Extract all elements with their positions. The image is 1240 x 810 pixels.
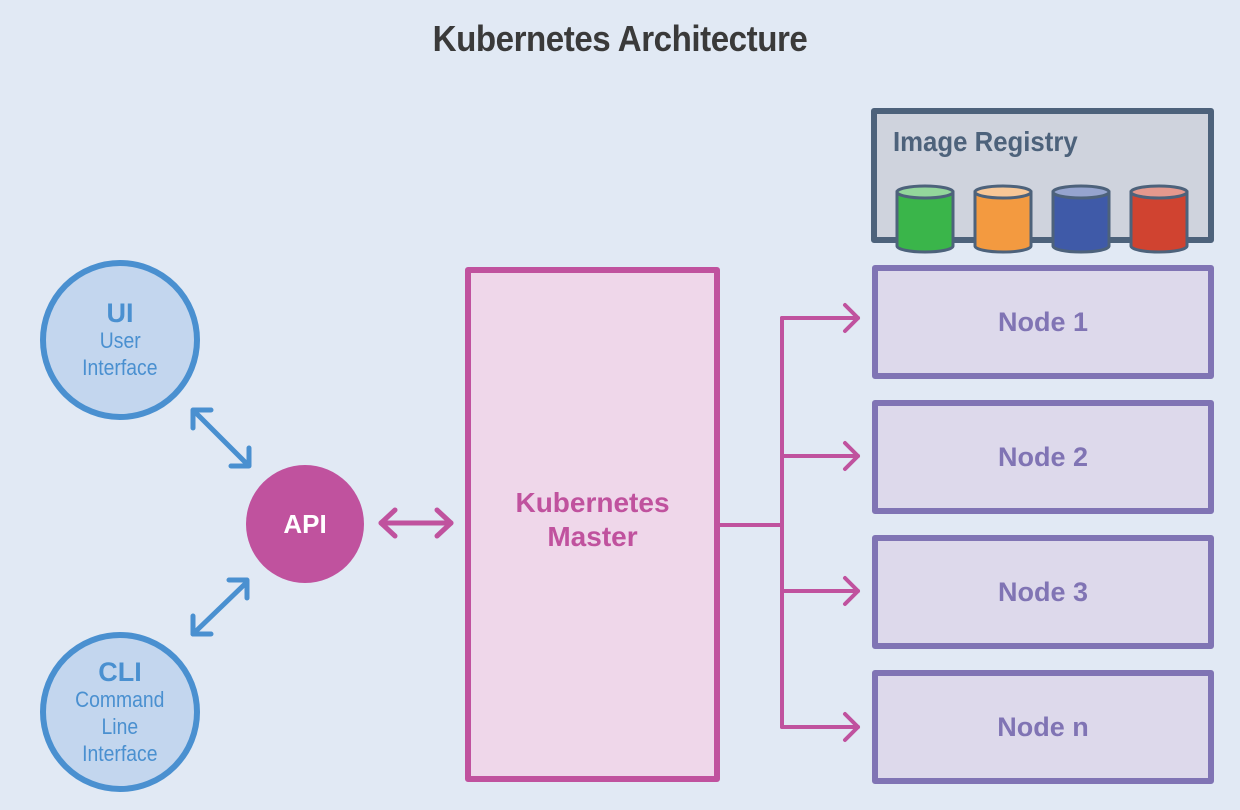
node-1-label: Node 1	[997, 306, 1089, 337]
registry-label: Image Registry	[893, 126, 1078, 157]
node-1: Node 1	[872, 265, 1214, 379]
api-node: API	[246, 465, 364, 583]
image-orange-cylinder-icon	[973, 184, 1033, 254]
ui-line-2: Interface	[82, 355, 158, 380]
kubernetes-master: Kubernetes Master	[465, 267, 720, 782]
master-line-1: Kubernetes	[515, 486, 670, 518]
node-n: Node n	[872, 670, 1214, 784]
cli-api-arrow	[190, 577, 250, 637]
cli-line-1: Command	[75, 686, 165, 712]
image-green-cylinder-icon	[895, 184, 955, 254]
master-node-connectors	[718, 303, 860, 742]
cli-client: CLI Command Line Interface	[40, 632, 200, 792]
api-master-arrow	[378, 507, 454, 539]
node-n-label: Node n	[997, 711, 1089, 742]
node-2-label: Node 2	[997, 441, 1089, 472]
ui-client: UI User Interface	[40, 260, 200, 420]
node-3-label: Node 3	[997, 576, 1089, 607]
cli-line-3: Interface	[82, 740, 158, 766]
ui-line-1: User	[99, 328, 141, 353]
image-blue-cylinder-icon	[1051, 184, 1111, 254]
diagram-title: Kubernetes Architecture	[432, 18, 808, 59]
api-label: API	[283, 508, 327, 539]
cli-abbr: CLI	[98, 656, 142, 687]
node-2: Node 2	[872, 400, 1214, 514]
node-3: Node 3	[872, 535, 1214, 649]
image-red-cylinder-icon	[1129, 184, 1189, 254]
cli-line-2: Line	[101, 713, 139, 739]
master-line-2: Master	[547, 520, 638, 552]
image-registry: Image Registry	[871, 108, 1214, 254]
ui-api-arrow	[190, 407, 252, 469]
ui-abbr: UI	[106, 298, 134, 328]
